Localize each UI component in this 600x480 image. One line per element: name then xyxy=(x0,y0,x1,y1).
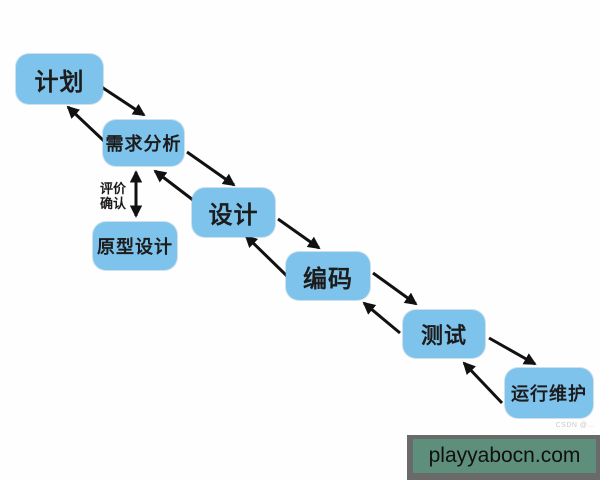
node-operation-maintenance[interactable]: 运行维护 xyxy=(505,368,593,418)
site-banner-url: playyabocn.com xyxy=(413,439,596,473)
arrow-testing-to-coding xyxy=(362,301,401,335)
arrow-coding-to-design xyxy=(244,234,290,279)
node-design-label: 设计 xyxy=(208,202,259,229)
node-plan[interactable]: 计划 xyxy=(16,54,103,104)
node-prototype-design-label: 原型设计 xyxy=(97,237,173,257)
edge-label-line2: 确认 xyxy=(100,196,127,211)
arrow-design-to-requirements xyxy=(153,169,194,202)
edge-label-evaluate-confirm: 评价 确认 xyxy=(100,181,132,211)
node-coding[interactable]: 编码 xyxy=(286,252,370,300)
node-requirements-analysis-label: 需求分析 xyxy=(105,134,182,154)
arrow-requirements-to-design xyxy=(186,150,236,187)
edge-label-line1: 评价 xyxy=(100,181,127,196)
node-prototype-design[interactable]: 原型设计 xyxy=(93,222,177,270)
site-banner-frame: playyabocn.com xyxy=(407,435,600,480)
node-testing[interactable]: 测试 xyxy=(403,310,485,358)
arrow-design-to-coding xyxy=(277,217,321,250)
csdn-watermark: CSDN @… xyxy=(555,422,595,429)
node-coding-label: 编码 xyxy=(303,265,353,293)
node-plan-label: 计划 xyxy=(34,68,85,96)
arrow-maintenance-to-testing xyxy=(462,361,504,405)
node-operation-maintenance-label: 运行维护 xyxy=(511,384,587,404)
arrow-coding-to-testing xyxy=(372,271,418,306)
node-requirements-analysis[interactable]: 需求分析 xyxy=(103,120,184,166)
arrow-testing-to-maintenance xyxy=(488,336,537,366)
node-testing-label: 测试 xyxy=(420,323,467,348)
arrow-requirements-to-plan xyxy=(66,105,106,143)
node-design[interactable]: 设计 xyxy=(192,188,275,237)
arrow-plan-to-requirements xyxy=(99,84,146,117)
